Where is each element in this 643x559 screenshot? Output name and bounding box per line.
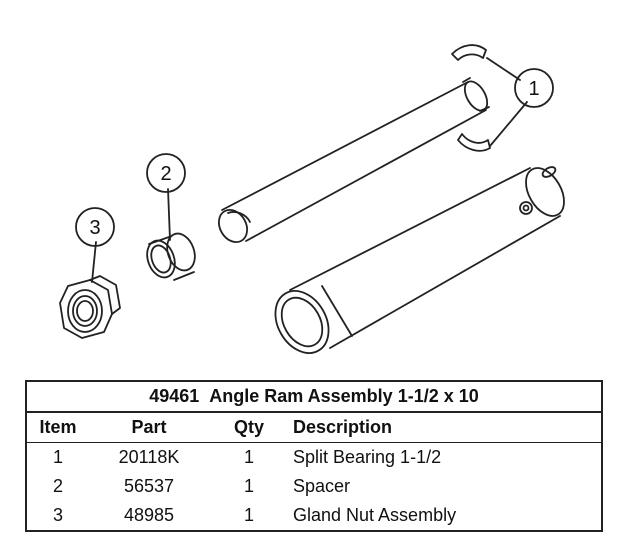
cell-qty: 1 [243, 505, 254, 525]
table-title-row: 49461 Angle Ram Assembly 1-1/2 x 10 [26, 381, 602, 413]
parts-table: 49461 Angle Ram Assembly 1-1/2 x 10 Item… [25, 380, 603, 532]
cell-qty: 1 [243, 476, 254, 496]
cell-description: Gland Nut Assembly [293, 505, 457, 525]
callout-leaders [91, 57, 528, 283]
exploded-parts-drawing: 1 2 3 [59, 44, 565, 354]
callout-circle-3 [75, 207, 115, 247]
gland-nut [59, 275, 121, 339]
cell-part: 56537 [123, 476, 175, 496]
callout-circle-1 [514, 68, 554, 108]
column-header-item: Item [26, 412, 89, 443]
cell-item: 3 [52, 505, 63, 525]
cell-qty: 1 [243, 447, 254, 467]
ram-cylinder [274, 166, 565, 354]
cell-part: 48985 [123, 505, 175, 525]
assembly-number: 49461 [149, 386, 200, 406]
column-header-part: Part [89, 412, 209, 443]
table-row: 2 56537 1 Spacer [26, 472, 602, 501]
callout-circle-2 [146, 153, 186, 193]
column-header-qty: Qty [209, 412, 289, 443]
cell-part: 20118K [118, 447, 180, 467]
table-row: 1 20118K 1 Split Bearing 1-1/2 [26, 443, 602, 473]
table-row: 3 48985 1 Gland Nut Assembly [26, 501, 602, 531]
spacer [146, 232, 196, 281]
column-header-description: Description [289, 412, 602, 443]
callout-number-2: 2 [160, 163, 171, 185]
cell-item: 2 [52, 476, 63, 496]
assembly-title: 49461 Angle Ram Assembly 1-1/2 x 10 [26, 381, 602, 413]
cell-description: Split Bearing 1-1/2 [293, 447, 442, 467]
cell-description: Spacer [293, 476, 351, 496]
split-bearing [451, 44, 491, 152]
ram-rod [217, 77, 490, 243]
cell-item: 1 [52, 447, 63, 467]
assembly-name: Angle Ram Assembly 1-1/2 x 10 [209, 386, 479, 406]
callout-number-1: 1 [528, 78, 539, 100]
callout-number-3: 3 [89, 217, 100, 239]
table-header-row: Item Part Qty Description [26, 412, 602, 443]
